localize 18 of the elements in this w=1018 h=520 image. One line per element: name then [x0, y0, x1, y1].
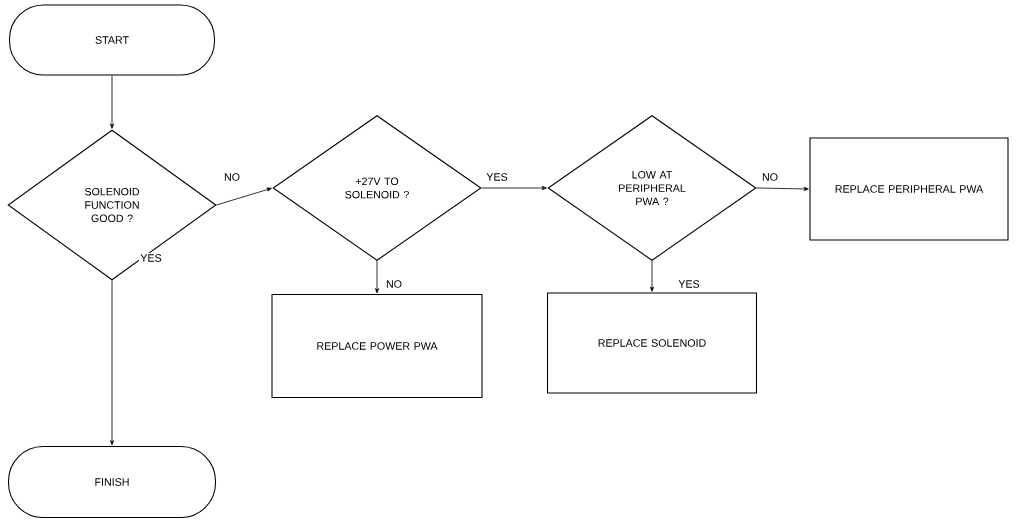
arrow	[481, 186, 547, 190]
edge-label: NO	[760, 171, 780, 183]
arrow	[756, 186, 809, 191]
process-box: REPLACE SOLENOID	[546, 292, 758, 394]
edge-label: NO	[222, 171, 242, 183]
arrow	[216, 187, 272, 206]
edge-label: YES	[677, 278, 701, 290]
process-box: REPLACE PERIPHERAL PWA	[809, 137, 1009, 241]
terminal-box: START	[8, 4, 216, 76]
edge-label: YES	[139, 252, 163, 264]
arrow	[375, 260, 379, 294]
edge-label: NO	[384, 278, 404, 290]
edge-label: YES	[485, 171, 509, 183]
arrow	[650, 260, 654, 292]
arrow	[110, 280, 114, 446]
terminal-box: FINISH	[7, 445, 217, 519]
process-box: REPLACE POWER PWA	[271, 293, 483, 399]
arrow	[110, 75, 114, 129]
